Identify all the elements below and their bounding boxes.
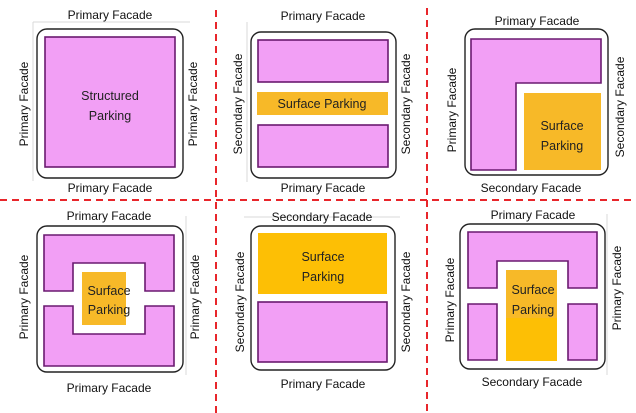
surface-parking xyxy=(258,233,387,294)
panel-3: Surface Parking Primary Facade Secondary… xyxy=(445,14,627,195)
parking-label-line2: Parking xyxy=(541,139,583,153)
facade-label-top: Primary Facade xyxy=(491,208,576,222)
building-block xyxy=(44,36,176,168)
parking-label-line1: Surface xyxy=(511,283,554,297)
building-block-bottom xyxy=(257,124,389,168)
facade-label-left: Secondary Facade xyxy=(233,251,247,352)
facade-label-bottom: Secondary Facade xyxy=(481,181,582,195)
parking-label-line2: Parking xyxy=(512,303,554,317)
parking-label-line2: Parking xyxy=(302,270,344,284)
facade-label-bottom: Secondary Facade xyxy=(482,375,583,389)
facade-label-right: Secondary Facade xyxy=(399,53,413,154)
parking-label-line2: Parking xyxy=(88,303,130,317)
facade-label-top: Primary Facade xyxy=(281,9,366,23)
parking-label-line1: Surface xyxy=(301,250,344,264)
facade-label-left: Primary Facade xyxy=(17,254,31,339)
surface-parking xyxy=(82,272,126,325)
facade-label-left: Primary Facade xyxy=(445,67,459,152)
panel-5: Surface Parking Secondary Facade Primary… xyxy=(233,210,413,391)
facade-label-right: Primary Facade xyxy=(610,245,624,330)
building-l-shape xyxy=(470,38,602,171)
facade-label-bottom: Primary Facade xyxy=(281,377,366,391)
facade-label-right: Secondary Facade xyxy=(613,56,627,157)
facade-label-bottom: Primary Facade xyxy=(68,181,153,195)
building-block-top xyxy=(43,234,175,292)
parking-label-line2: Parking xyxy=(89,109,131,123)
facade-label-right: Secondary Facade xyxy=(399,251,413,352)
facade-label-top: Primary Facade xyxy=(495,14,580,28)
building-block-bottom-left xyxy=(467,303,498,361)
panel-6: Surface Parking Primary Facade Secondary… xyxy=(443,208,624,389)
facade-label-left: Primary Facade xyxy=(443,257,457,342)
surface-parking xyxy=(257,92,388,115)
panel-4: Surface Parking Primary Facade Primary F… xyxy=(17,209,202,395)
building-block-bottom-right xyxy=(567,303,598,361)
building-block-top xyxy=(257,39,389,83)
panel-1: Structured Parking Primary Facade Primar… xyxy=(17,8,200,195)
parking-label: Surface Parking xyxy=(278,97,367,111)
surface-parking xyxy=(524,93,601,170)
building-block-bottom xyxy=(43,305,175,367)
facade-label-left: Primary Facade xyxy=(17,61,31,146)
panel-2: Surface Parking Primary Facade Primary F… xyxy=(231,9,413,195)
parking-label-line1: Structured xyxy=(81,89,139,103)
parking-label-line1: Surface xyxy=(540,119,583,133)
building-block xyxy=(257,301,388,363)
facade-label-bottom: Primary Facade xyxy=(67,381,152,395)
building-block-top xyxy=(467,231,598,289)
facade-label-top: Primary Facade xyxy=(67,209,152,223)
facade-label-right: Primary Facade xyxy=(186,61,200,146)
parking-label-line1: Surface xyxy=(87,284,130,298)
facade-label-bottom: Primary Facade xyxy=(281,181,366,195)
facade-label-left: Secondary Facade xyxy=(231,53,245,154)
surface-parking-label-area xyxy=(506,270,557,318)
facade-label-top: Primary Facade xyxy=(68,8,153,22)
facade-label-right: Primary Facade xyxy=(188,254,202,339)
facade-label-top: Secondary Facade xyxy=(272,210,373,224)
